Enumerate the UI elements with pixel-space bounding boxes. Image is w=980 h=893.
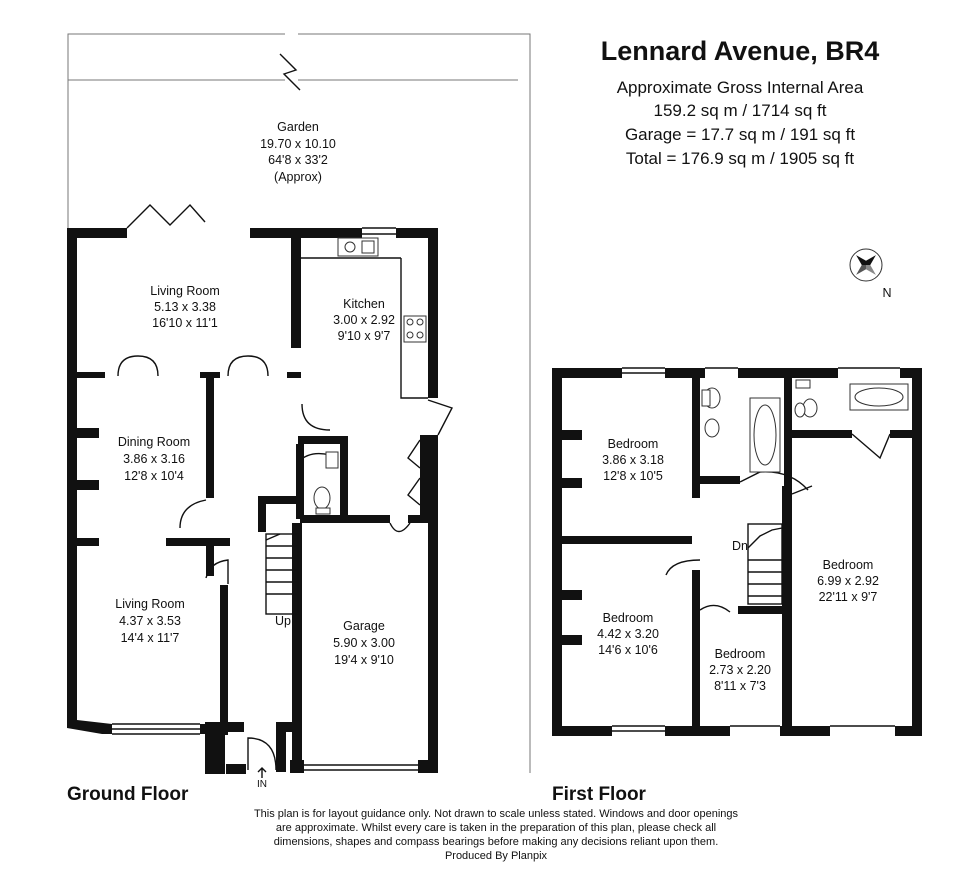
- svg-text:Dining Room: Dining Room: [118, 435, 190, 449]
- svg-text:64'8 x 33'2: 64'8 x 33'2: [268, 153, 328, 167]
- garden-area: [67, 33, 531, 773]
- ground-floor-label: Ground Floor: [67, 784, 189, 805]
- svg-text:3.00 x 2.92: 3.00 x 2.92: [333, 313, 395, 327]
- svg-text:4.42 x 3.20: 4.42 x 3.20: [597, 627, 659, 641]
- svg-text:Bedroom: Bedroom: [715, 647, 766, 661]
- svg-text:9'10 x 9'7: 9'10 x 9'7: [338, 329, 391, 343]
- svg-text:2.73 x 2.20: 2.73 x 2.20: [709, 663, 771, 677]
- room-label-living-room-front: Living Room 4.37 x 3.53 14'4 x 11'7: [115, 597, 184, 645]
- svg-text:14'4 x 11'7: 14'4 x 11'7: [121, 631, 180, 645]
- ground-floor-walls: [67, 203, 453, 774]
- room-label-garage: Garage 5.90 x 3.00 19'4 x 9'10: [333, 619, 395, 667]
- first-floor-walls: [552, 367, 922, 736]
- svg-text:Living Room: Living Room: [150, 284, 219, 298]
- svg-text:This plan is for layout guidan: This plan is for layout guidance only. N…: [254, 808, 739, 820]
- svg-text:are approximate. Whilst every: are approximate. Whilst every care is ta…: [276, 822, 716, 834]
- svg-text:22'11 x 9'7: 22'11 x 9'7: [819, 590, 878, 604]
- svg-text:4.37 x 3.53: 4.37 x 3.53: [119, 614, 181, 628]
- svg-text:5.13 x 3.38: 5.13 x 3.38: [154, 300, 216, 314]
- area-heading: Approximate Gross Internal Area: [617, 78, 864, 97]
- entrance-arrow-icon: [257, 767, 267, 778]
- svg-text:19.70 x 10.10: 19.70 x 10.10: [260, 137, 336, 151]
- svg-text:Bedroom: Bedroom: [823, 558, 874, 572]
- kitchen-fixtures: [301, 237, 428, 399]
- compass-north-label: N: [882, 286, 891, 300]
- svg-text:dimensions, shapes and compass: dimensions, shapes and compass bearings …: [274, 836, 719, 848]
- stairs-up-label: Up: [275, 614, 291, 628]
- svg-text:14'6 x 10'6: 14'6 x 10'6: [598, 643, 658, 657]
- room-label-bedroom-2: Bedroom 4.42 x 3.20 14'6 x 10'6: [597, 611, 659, 657]
- svg-text:3.86 x 3.18: 3.86 x 3.18: [602, 453, 664, 467]
- ground-stairs: [265, 533, 299, 615]
- svg-text:8'11 x 7'3: 8'11 x 7'3: [714, 679, 766, 693]
- svg-text:Bedroom: Bedroom: [603, 611, 654, 625]
- room-label-dining-room: Dining Room 3.86 x 3.16 12'8 x 10'4: [118, 435, 190, 483]
- compass-icon: [849, 248, 883, 282]
- area-main: 159.2 sq m / 1714 sq ft: [654, 101, 827, 120]
- first-floor-label: First Floor: [552, 784, 647, 805]
- svg-text:12'8 x 10'4: 12'8 x 10'4: [124, 469, 184, 483]
- svg-text:Garden: Garden: [277, 120, 319, 134]
- svg-text:5.90 x 3.00: 5.90 x 3.00: [333, 636, 395, 650]
- disclaimer: This plan is for layout guidance only. N…: [254, 808, 739, 862]
- room-label-living-room-rear: Living Room 5.13 x 3.38 16'10 x 11'1: [150, 284, 219, 330]
- bathroom-fixtures: [701, 379, 909, 473]
- area-garage: Garage = 17.7 sq m / 191 sq ft: [625, 125, 855, 144]
- svg-text:6.99 x 2.92: 6.99 x 2.92: [817, 574, 879, 588]
- svg-text:3.86 x 3.16: 3.86 x 3.16: [123, 452, 185, 466]
- title-block: Lennard Avenue, BR4 Approximate Gross In…: [601, 36, 880, 168]
- svg-text:Produced By Planpix: Produced By Planpix: [445, 850, 548, 862]
- wc-fixtures: [313, 451, 339, 515]
- entrance-label: IN: [257, 779, 267, 790]
- svg-text:Kitchen: Kitchen: [343, 297, 385, 311]
- stairs-down-label: Dn: [732, 539, 748, 553]
- property-title: Lennard Avenue, BR4: [601, 36, 880, 66]
- room-label-bedroom-4: Bedroom 6.99 x 2.92 22'11 x 9'7: [817, 558, 879, 604]
- garden-label: Garden 19.70 x 10.10 64'8 x 33'2 (Approx…: [260, 120, 336, 184]
- room-label-bedroom-3: Bedroom 2.73 x 2.20 8'11 x 7'3: [709, 647, 771, 693]
- svg-text:19'4 x 9'10: 19'4 x 9'10: [334, 653, 394, 667]
- svg-text:Living Room: Living Room: [115, 597, 184, 611]
- svg-text:16'10 x 11'1: 16'10 x 11'1: [152, 316, 218, 330]
- room-label-bedroom-1: Bedroom 3.86 x 3.18 12'8 x 10'5: [602, 437, 664, 483]
- svg-text:(Approx): (Approx): [274, 170, 322, 184]
- svg-text:Bedroom: Bedroom: [608, 437, 659, 451]
- room-label-kitchen: Kitchen 3.00 x 2.92 9'10 x 9'7: [333, 297, 395, 343]
- svg-text:Garage: Garage: [343, 619, 385, 633]
- svg-text:12'8 x 10'5: 12'8 x 10'5: [603, 469, 663, 483]
- area-total: Total = 176.9 sq m / 1905 sq ft: [626, 149, 854, 168]
